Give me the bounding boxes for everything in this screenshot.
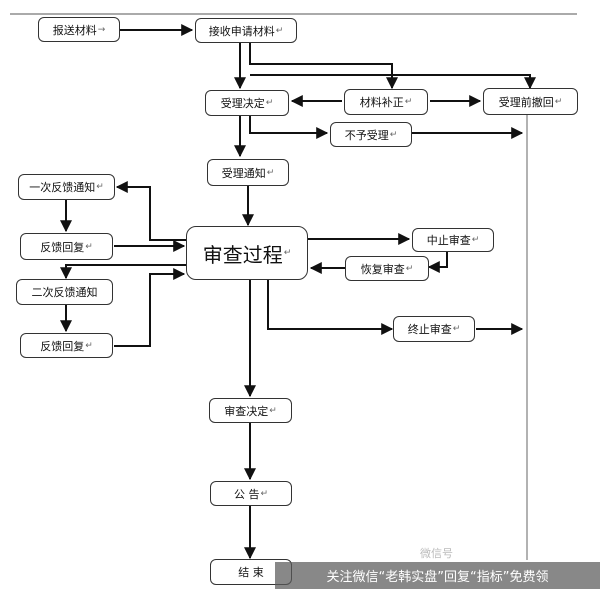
node-label: 接收申请材料 [208,24,275,38]
node-feedback-reply-2: 反馈回复↵ [20,333,113,358]
node-label: 终止审查 [407,323,452,336]
node-label: 报送材料 [52,23,97,37]
paragraph-mark-icon: ↵ [260,488,269,499]
node-label: 审查决定 [224,404,269,418]
node-label: 材料补正 [359,96,404,109]
paragraph-mark-icon: ↵ [405,263,414,274]
node-receive-materials: 接收申请材料↵ [195,18,297,43]
paragraph-mark-icon: ↵ [554,96,563,107]
node-supplement-materials: 材料补正↵ [344,89,428,115]
paragraph-mark-icon: ↵ [96,182,104,192]
node-label: 不予受理 [344,128,389,142]
node-label: 公 告 [233,487,260,501]
node-suspend-review: 中止审查↵ [412,228,494,252]
paragraph-mark-icon: ↵ [265,98,274,108]
node-reject: 不予受理↵ [330,122,412,147]
node-accept-notice: 受理通知↵ [207,159,289,186]
node-submit-materials: 报送材料→ [38,17,120,42]
node-label: 受理通知 [221,166,266,180]
paragraph-mark-icon: ↵ [471,235,480,245]
node-label: 一次反馈通知 [29,181,96,194]
node-label: 受理前撤回 [498,95,554,109]
node-label: 恢复审查 [360,262,405,276]
node-accept-decision: 受理决定↵ [205,90,289,116]
node-review-process: 审查过程↵ [186,226,308,280]
node-terminate-review: 终止审查↵ [393,316,475,342]
paragraph-mark-icon: ↵ [283,248,292,258]
node-label: 反馈回复 [40,339,85,353]
node-label: 结 束 [238,566,264,579]
arrow-icon: → [97,24,106,35]
node-announcement: 公 告↵ [210,481,292,506]
node-label: 反馈回复 [40,240,85,254]
paragraph-mark-icon: ↵ [85,241,93,252]
paragraph-mark-icon: ↵ [389,129,398,140]
node-first-feedback-notice: 一次反馈通知↵ [18,174,115,200]
node-label: 二次反馈通知 [31,286,98,299]
node-resume-review: 恢复审查↵ [345,256,429,281]
paragraph-mark-icon: ↵ [269,405,277,416]
faint-wechat-label: 微信号 [420,547,453,560]
node-label: 中止审查 [426,234,471,247]
node-label: 受理决定 [220,97,265,110]
paragraph-mark-icon: ↵ [452,324,461,334]
watermark-banner: 关注微信“老韩实盘”回复“指标”免费领 [275,562,600,589]
paragraph-mark-icon: ↵ [266,167,275,178]
node-label: 审查过程 [202,242,283,267]
paragraph-mark-icon: ↵ [404,97,413,107]
node-second-feedback-notice: 二次反馈通知 [16,279,113,305]
node-review-decision: 审查决定↵ [209,398,292,423]
paragraph-mark-icon: ↵ [275,25,284,36]
node-withdraw-before-acceptance: 受理前撤回↵ [483,88,578,115]
paragraph-mark-icon: ↵ [85,340,93,351]
node-feedback-reply-1: 反馈回复↵ [20,233,113,260]
